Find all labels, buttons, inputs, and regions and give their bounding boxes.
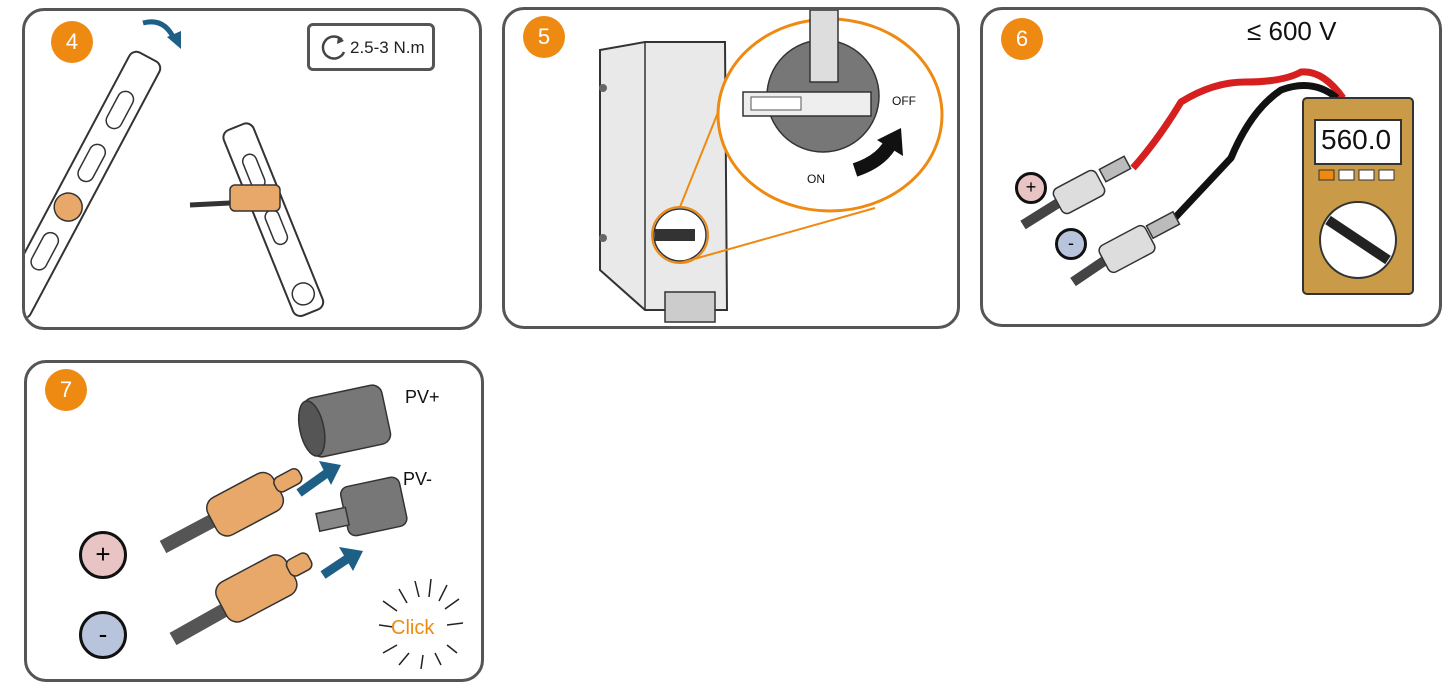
step-5-badge: 5 <box>523 16 565 58</box>
step-4-panel: 4 2.5-3 N.m <box>22 8 482 330</box>
switch-on-label: ON <box>807 172 825 186</box>
step-7-badge: 7 <box>45 369 87 411</box>
click-burst <box>378 578 464 670</box>
torque-value: 2.5-3 N.m <box>350 38 425 57</box>
spanner-2 <box>222 122 325 318</box>
pv-minus-label: PV- <box>403 469 433 489</box>
positive-symbol: + <box>79 531 127 579</box>
voltage-limit-label: ≤ 600 V <box>1247 16 1337 46</box>
rotate-icon <box>321 35 346 60</box>
spanner-1 <box>25 50 162 320</box>
spanner-illustration <box>25 19 325 320</box>
step-4-badge: 4 <box>51 21 93 63</box>
pv-plus-label: PV+ <box>405 387 440 407</box>
pv-minus-socket <box>315 476 408 537</box>
step-7-panel: 7 <box>24 360 484 682</box>
negative-symbol: - <box>79 611 127 659</box>
multimeter-illustration <box>1020 68 1414 295</box>
pv-connector-illustration <box>159 384 464 670</box>
pv-plus-socket <box>297 384 392 458</box>
inverter-illustration <box>599 10 944 323</box>
negative-symbol: - <box>1055 228 1087 260</box>
click-label: Click <box>391 617 435 639</box>
step-5-panel: 5 OFF ON <box>502 7 960 329</box>
torque-spec-box: 2.5-3 N.m <box>307 23 435 71</box>
meter-display: 560.0 <box>1321 124 1392 155</box>
step-6-badge: 6 <box>1001 18 1043 60</box>
step-6-panel: 6 ≤ 600 V 560.0 + - <box>980 7 1442 327</box>
positive-symbol: + <box>1015 172 1047 204</box>
switch-off-label: OFF <box>892 94 916 108</box>
